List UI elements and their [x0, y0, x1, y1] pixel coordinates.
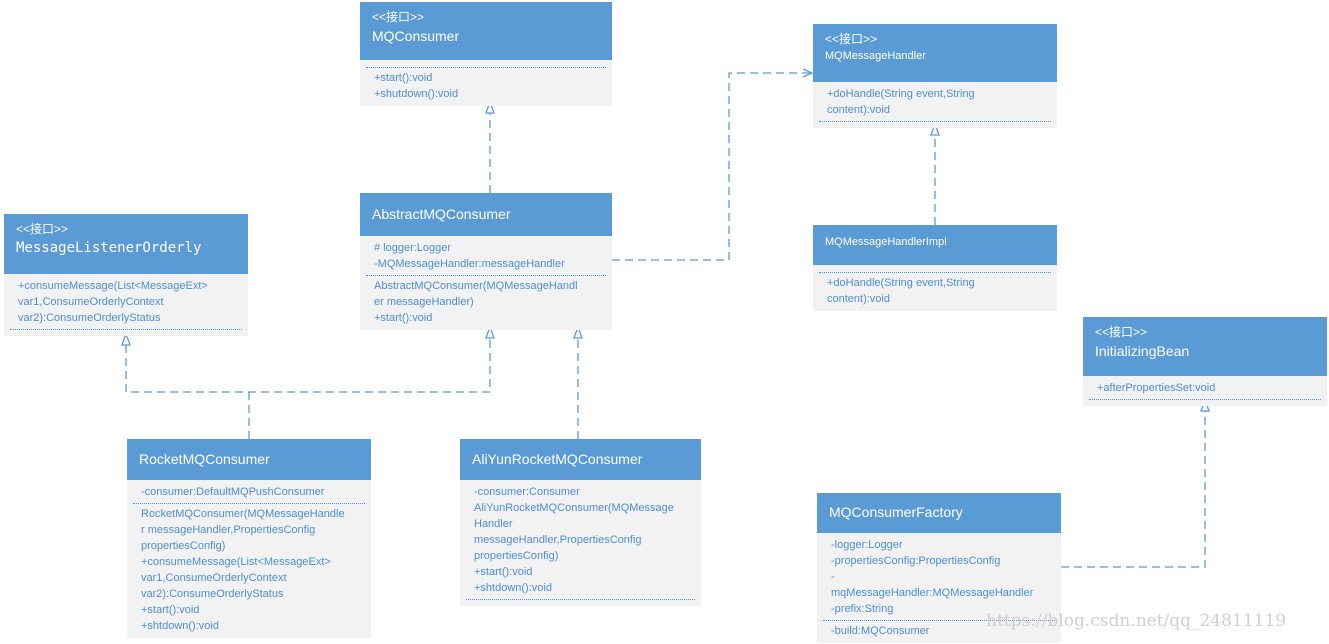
class-members: -logger:Logger -propertiesConfig:Properti…	[817, 533, 1061, 643]
class-member: AbstractMQConsumer(MQMessageHandl	[374, 280, 578, 292]
hollow-triangle-arrow-icon	[930, 122, 940, 136]
class-header: RocketMQConsumer	[127, 439, 371, 480]
class-member: -MQMessageHandler:messageHandler	[374, 258, 565, 270]
class-member: +doHandle(String event,String	[827, 88, 975, 100]
section-divider	[133, 503, 365, 504]
section-divider	[366, 275, 606, 276]
class-member: var1,ConsumeOrderlyContext	[141, 572, 287, 584]
class-member: content):void	[827, 293, 890, 305]
class-name: MQMessageHandlerImpl	[825, 236, 947, 248]
class-member: er messageHandler)	[374, 296, 474, 308]
class-member: content):void	[827, 104, 890, 116]
class-name: AbstractMQConsumer	[372, 206, 511, 222]
class-member: AliYunRocketMQConsumer(MQMessage	[474, 502, 674, 514]
class-member: +start():void	[141, 604, 200, 616]
class-member: +consumeMessage(List<MessageExt>	[18, 280, 208, 292]
class-message-listener-orderly[interactable]: <<接口>> MessageListenerOrderly +consumeMess…	[4, 214, 248, 336]
hollow-triangle-arrow-icon	[485, 325, 495, 339]
class-members: +start():void +shutdown():void	[360, 60, 612, 106]
class-name: RocketMQConsumer	[139, 451, 270, 467]
class-mqconsumer-factory[interactable]: MQConsumerFactory -logger:Logger -properti…	[817, 493, 1061, 643]
class-member: -consumer:Consumer	[474, 486, 580, 498]
class-header: <<接口>> MQConsumer	[360, 2, 612, 60]
hollow-triangle-arrow-icon	[485, 100, 495, 114]
class-header: <<接口>> InitializingBean	[1083, 317, 1327, 376]
class-member: propertiesConfig)	[141, 540, 226, 552]
class-header: MQMessageHandlerImpl	[813, 225, 1057, 265]
class-name: AliYunRocketMQConsumer	[472, 451, 643, 467]
class-name: InitializingBean	[1095, 343, 1190, 359]
class-members: +consumeMessage(List<MessageExt> var1,Con…	[4, 274, 248, 336]
class-rocket-mqconsumer[interactable]: RocketMQConsumer -consumer:DefaultMQPushC…	[127, 439, 371, 638]
class-member: +start():void	[374, 72, 433, 84]
section-divider	[819, 121, 1051, 122]
section-divider	[10, 329, 242, 330]
class-member: var2):ConsumeOrderlyStatus	[18, 312, 161, 324]
class-header: <<接口>> MessageListenerOrderly	[4, 214, 248, 274]
class-member: +afterPropertiesSet:void	[1097, 382, 1216, 394]
class-member: -logger:Logger	[831, 539, 903, 551]
class-members: +afterPropertiesSet:void	[1083, 376, 1327, 406]
class-member: var2):ConsumeOrderlyStatus	[141, 588, 284, 600]
class-name: MQConsumer	[372, 28, 460, 44]
class-mqmessage-handler[interactable]: <<接口>> MQMessageHandler +doHandle(String e…	[813, 24, 1057, 128]
class-member: -build:MQConsumer	[831, 625, 930, 637]
class-mqmessage-handler-impl[interactable]: MQMessageHandlerImpl +doHandle(String eve…	[813, 225, 1057, 311]
stereotype-label: <<接口>>	[16, 222, 69, 236]
class-member: RocketMQConsumer(MQMessageHandle	[141, 508, 345, 520]
class-name: MessageListenerOrderly	[16, 240, 202, 256]
realization-line	[125, 338, 491, 393]
class-member: mqMessageHandler:MQMessageHandler	[831, 587, 1034, 599]
class-member: +start():void	[474, 566, 533, 578]
class-member: r messageHandler,PropertiesConfig	[141, 524, 316, 536]
class-header: AbstractMQConsumer	[360, 193, 612, 236]
class-name: MQConsumerFactory	[829, 504, 963, 520]
open-arrow-icon	[802, 68, 814, 78]
class-member: +shtdown():void	[141, 620, 219, 632]
class-member: +start():void	[374, 312, 433, 324]
class-mqconsumer[interactable]: <<接口>> MQConsumer +start():void +shutdown()…	[360, 2, 612, 106]
class-members: +doHandle(String event,String content):vo…	[813, 82, 1057, 128]
dependency-line	[612, 72, 810, 261]
hollow-triangle-arrow-icon	[573, 325, 583, 339]
class-member: -propertiesConfig:PropertiesConfig	[831, 555, 1001, 567]
class-member: Handler	[474, 518, 513, 530]
class-initializing-bean[interactable]: <<接口>> InitializingBean +afterPropertiesSe…	[1083, 317, 1327, 406]
class-header: AliYunRocketMQConsumer	[460, 439, 701, 480]
section-divider	[819, 272, 1051, 273]
section-divider	[366, 67, 606, 68]
class-header: MQConsumerFactory	[817, 493, 1061, 533]
class-member: +consumeMessage(List<MessageExt>	[141, 556, 331, 568]
section-divider	[466, 599, 695, 600]
stereotype-label: <<接口>>	[372, 10, 425, 24]
realization-line	[1061, 411, 1206, 568]
class-abstract-mqconsumer[interactable]: AbstractMQConsumer # logger:Logger -MQMess…	[360, 193, 612, 330]
class-name: MQMessageHandler	[825, 50, 926, 62]
class-header: <<接口>> MQMessageHandler	[813, 24, 1057, 82]
class-member: -prefix:String	[831, 603, 894, 615]
stereotype-label: <<接口>>	[1095, 325, 1148, 339]
class-members: # logger:Logger -MQMessageHandler:message…	[360, 236, 612, 330]
class-member: # logger:Logger	[374, 242, 452, 254]
class-member: +shutdown():void	[374, 88, 459, 100]
class-ali-yun-rocket-mqconsumer[interactable]: AliYunRocketMQConsumer -consumer:Consumer…	[460, 439, 701, 606]
class-member: -consumer:DefaultMQPushConsumer	[141, 486, 325, 498]
class-members: +doHandle(String event,String content):vo…	[813, 265, 1057, 311]
class-member: propertiesConfig)	[474, 550, 559, 562]
watermark: https://blog.csdn.net/qq_24811119	[986, 611, 1287, 631]
section-divider	[1089, 399, 1321, 400]
class-member: +shtdown():void	[474, 582, 552, 594]
stereotype-label: <<接口>>	[825, 32, 878, 46]
class-member: messageHandler,PropertiesConfig	[474, 534, 642, 546]
class-member: -	[831, 571, 835, 583]
hollow-triangle-arrow-icon	[121, 332, 131, 346]
class-member: var1,ConsumeOrderlyContext	[18, 296, 164, 308]
section-divider	[823, 620, 1055, 621]
class-member: +doHandle(String event,String	[827, 277, 975, 289]
